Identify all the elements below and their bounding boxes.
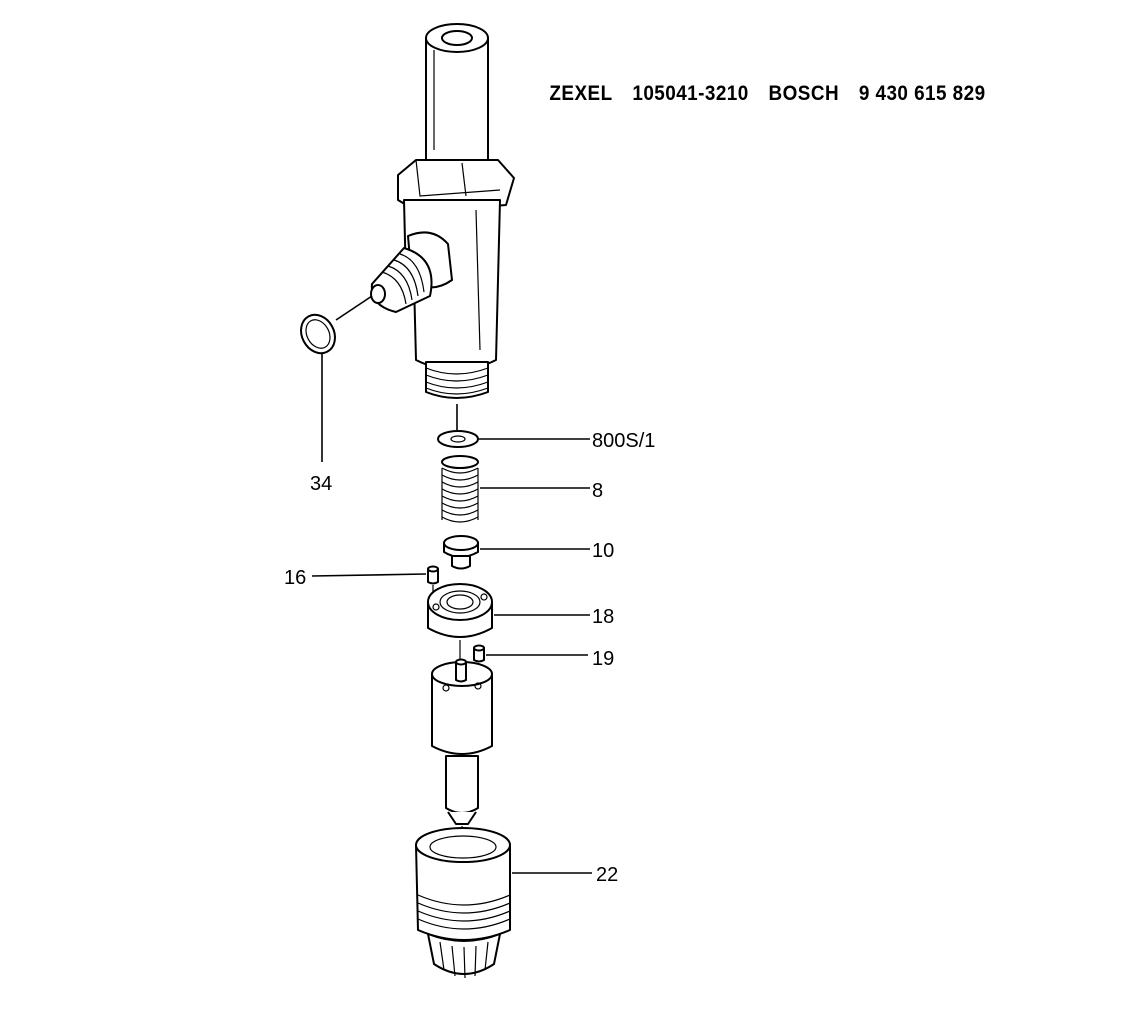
label-19: 19 — [592, 648, 614, 670]
o-ring-34: 34 — [300, 295, 373, 495]
label-22: 22 — [596, 864, 618, 886]
injector-holder-body — [370, 23, 515, 399]
part-number-zexel: 105041-3210 — [632, 82, 749, 105]
brand-bosch: BOSCH — [768, 82, 840, 105]
brand-zexel: ZEXEL — [549, 82, 613, 105]
part-number-header: ZEXEL 105041-3210 BOSCH 9 430 615 829 — [538, 58, 1005, 106]
label-34: 34 — [310, 473, 332, 495]
label-18: 18 — [592, 606, 614, 628]
washer-800s1: 800S/1 — [437, 430, 655, 452]
label-800s1: 800S/1 — [592, 430, 655, 452]
label-16: 16 — [284, 567, 306, 589]
nozzle — [431, 658, 493, 846]
pin-19: 19 — [459, 640, 614, 670]
nozzle-nut-22: 22 — [415, 827, 618, 979]
label-8: 8 — [592, 480, 603, 502]
part-number-bosch: 9 430 615 829 — [858, 82, 986, 105]
label-10: 10 — [592, 540, 614, 562]
spring-seat-10: 10 — [443, 535, 614, 570]
spring-8: 8 — [441, 455, 603, 523]
spacer-18: 18 — [427, 583, 614, 638]
pin-16: 16 — [284, 565, 439, 592]
